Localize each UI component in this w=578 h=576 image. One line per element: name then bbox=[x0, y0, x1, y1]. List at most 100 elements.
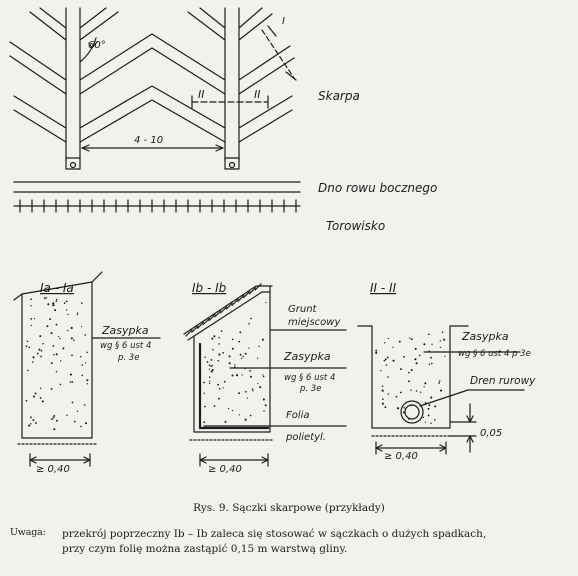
fill-dot bbox=[403, 406, 406, 409]
section-line-I bbox=[261, 29, 295, 79]
fill-dot bbox=[84, 334, 87, 336]
ditch-label: Dno rowu bocznego bbox=[318, 181, 437, 195]
fill-dot bbox=[222, 352, 225, 354]
chevron2-mid bbox=[79, 85, 226, 143]
fill-dot bbox=[245, 391, 247, 393]
fill-dot bbox=[244, 418, 247, 421]
soil-hatch-line bbox=[202, 317, 210, 326]
plan-view bbox=[9, 7, 301, 213]
fill-dot bbox=[70, 326, 73, 330]
fill-dot bbox=[55, 300, 58, 302]
fill-dot bbox=[69, 381, 72, 383]
fill-dot bbox=[265, 301, 267, 304]
section-Ib-soil-hatch bbox=[185, 283, 262, 337]
fill-dot bbox=[263, 410, 265, 412]
section-II-depth-arrows bbox=[466, 415, 474, 443]
fill-dot bbox=[408, 371, 410, 374]
fill-dot bbox=[409, 337, 411, 339]
soil-hatch-line bbox=[248, 287, 256, 295]
fill-dot bbox=[76, 312, 79, 314]
fill-dot bbox=[256, 357, 259, 359]
fill-dot bbox=[384, 406, 387, 409]
fill-dot bbox=[210, 370, 213, 373]
fill-dot bbox=[418, 354, 421, 357]
fill-dot bbox=[208, 368, 211, 370]
section-II-fill-ref1: wg § 6 ust 4 p 3e bbox=[458, 349, 531, 359]
fill-dot bbox=[241, 374, 243, 376]
fill-dot bbox=[30, 298, 32, 301]
fill-dot bbox=[217, 397, 220, 400]
fill-dot bbox=[415, 362, 418, 365]
drain-pipe-inner bbox=[404, 404, 420, 420]
section-Ib-soil-label2: miejscowy bbox=[288, 317, 341, 328]
section-line-I-ends bbox=[267, 25, 297, 81]
fill-dot bbox=[223, 380, 226, 383]
fill-dot bbox=[400, 368, 402, 371]
figure-caption: Rys. 9. Sączki skarpowe (przykłady) bbox=[193, 502, 385, 514]
fill-dot bbox=[47, 303, 50, 306]
fill-dot bbox=[241, 357, 243, 359]
fill-dot bbox=[59, 383, 62, 386]
fill-dot bbox=[250, 375, 252, 378]
soil-hatch-line bbox=[231, 298, 239, 306]
fill-dot bbox=[264, 404, 267, 407]
soil-hatch-line bbox=[214, 310, 222, 318]
spacing-dim-arrows bbox=[81, 144, 224, 152]
fill-dot bbox=[220, 330, 223, 332]
fill-dot bbox=[231, 409, 234, 412]
section-II-leaders bbox=[419, 351, 525, 407]
fill-dot bbox=[50, 362, 53, 365]
fill-dot bbox=[248, 322, 250, 325]
soil-hatch-line bbox=[191, 325, 199, 333]
section-Ib-fill-ref1: wg § 6 ust 4 bbox=[284, 373, 335, 383]
fill-dot bbox=[431, 362, 433, 365]
section-II-depth: 0,05 bbox=[480, 428, 502, 439]
section-II-title: II - II bbox=[370, 281, 397, 295]
fill-dot bbox=[395, 395, 398, 398]
fill-dot bbox=[380, 369, 382, 372]
soil-hatch-line bbox=[185, 329, 193, 337]
fill-dot bbox=[222, 387, 224, 389]
fill-dot bbox=[55, 419, 58, 422]
fill-dot bbox=[212, 349, 214, 351]
fill-dot bbox=[228, 355, 231, 358]
track-label: Torowisko bbox=[326, 219, 385, 233]
fill-dot bbox=[206, 361, 209, 363]
fill-dot bbox=[227, 407, 230, 410]
soil-hatch-line bbox=[225, 302, 233, 310]
fill-dot bbox=[84, 362, 87, 364]
slope-label: Skarpa bbox=[318, 89, 360, 103]
fill-dot bbox=[396, 407, 400, 410]
fill-dot bbox=[42, 342, 44, 345]
fill-dot bbox=[382, 398, 384, 401]
fill-dot bbox=[49, 318, 52, 321]
fill-dot bbox=[419, 391, 422, 393]
fill-dot bbox=[67, 313, 69, 316]
fill-dot bbox=[60, 360, 62, 362]
fill-dot bbox=[402, 411, 405, 414]
fill-dot bbox=[438, 380, 441, 382]
fill-dot bbox=[63, 302, 66, 304]
fill-dot bbox=[81, 374, 84, 377]
fill-dot bbox=[26, 340, 29, 343]
fill-dot bbox=[208, 364, 211, 367]
fill-dot bbox=[39, 348, 41, 350]
fill-dot bbox=[252, 389, 254, 392]
fill-dot bbox=[234, 364, 236, 366]
fill-dot bbox=[40, 349, 43, 352]
fill-dot bbox=[444, 355, 446, 358]
fill-dot bbox=[431, 343, 433, 345]
fill-dot bbox=[45, 297, 48, 299]
fill-dot bbox=[424, 421, 426, 423]
fill-dot bbox=[41, 400, 44, 403]
fill-dot bbox=[208, 382, 211, 385]
fill-dot bbox=[36, 352, 39, 355]
fill-dot bbox=[86, 383, 89, 385]
fill-dot bbox=[209, 380, 211, 382]
fill-dot bbox=[438, 382, 440, 384]
track-ticks bbox=[19, 199, 297, 213]
note-line-1: przekrój poprzeczny Ib – Ib zaleca się s… bbox=[62, 528, 487, 540]
fill-dot bbox=[427, 414, 430, 417]
fill-dot bbox=[76, 410, 79, 412]
